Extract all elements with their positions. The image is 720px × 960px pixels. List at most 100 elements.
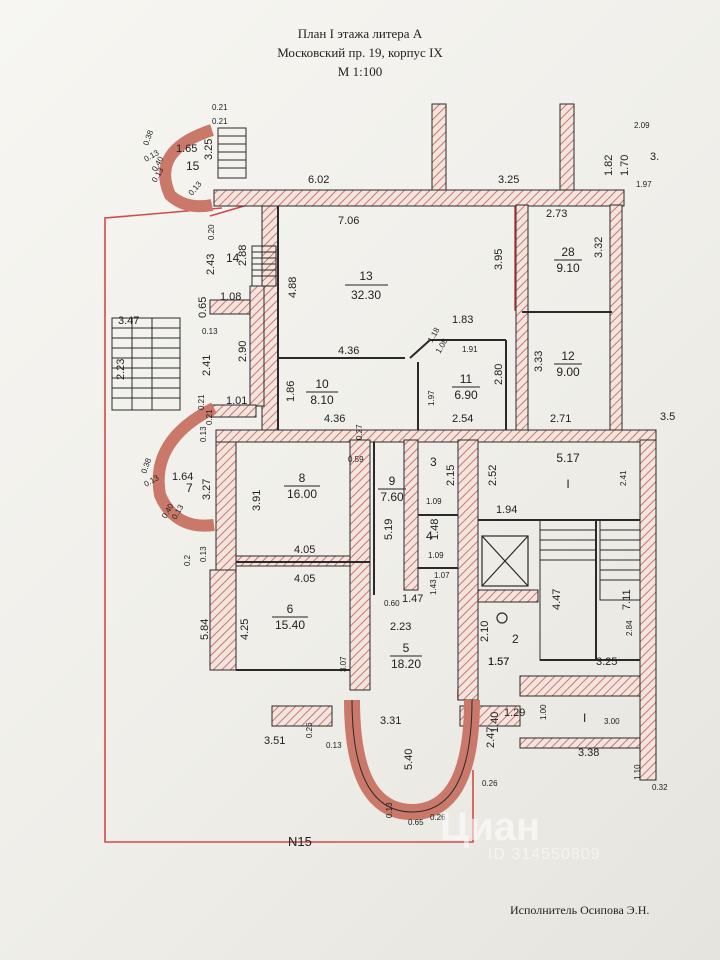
dimension-label: 1.83 [452, 314, 473, 326]
plan-title: План I этажа литера А [297, 26, 423, 41]
dimension-label: 2.10 [479, 621, 491, 642]
room-5-number: 5 [403, 641, 410, 655]
dimension-label: 2.84 [625, 620, 634, 636]
dimension-label: 1.29 [504, 707, 525, 719]
room-8-number: 8 [299, 471, 306, 485]
dimension-label: 1.47 [402, 593, 423, 605]
room-10-number: 10 [315, 377, 329, 391]
dimension-label: 0.21 [197, 394, 206, 410]
plan-scale: М 1:100 [337, 64, 383, 79]
room-3-number: 3 [430, 455, 437, 469]
dimension-label: 2.23 [390, 621, 411, 633]
dimension-label: 4.05 [294, 544, 315, 556]
room-2-area: 1.57 [488, 656, 509, 668]
dimension-label: 1.48 [429, 519, 441, 540]
dimension-label: 2.71 [550, 413, 571, 425]
dimension-label: 0.13 [199, 546, 208, 562]
dimension-label: 2.09 [634, 121, 650, 130]
dimension-label: 5.19 [383, 519, 395, 540]
room-8-area: 16.00 [287, 487, 317, 501]
dimension-label: 3. [650, 151, 659, 163]
dimension-label: 2.54 [452, 413, 473, 425]
dimension-label: 3.25 [596, 656, 617, 668]
dimension-label: 4.36 [338, 345, 359, 357]
dimension-label: 0.65 [408, 818, 424, 827]
room-12-number: 12 [561, 349, 575, 363]
dimension-label: 2.80 [493, 364, 505, 385]
room-6-area: 15.40 [275, 618, 305, 632]
dimension-label: 0.21 [212, 103, 228, 112]
dimension-label: 3.51 [264, 735, 285, 747]
dimension-label: 1.97 [427, 390, 436, 406]
dimension-label: 1.00 [539, 704, 548, 720]
room-10-area: 8.10 [310, 393, 334, 407]
room-11-area: 6.90 [454, 388, 478, 402]
dimension-label: 1.57 [488, 656, 509, 668]
room-6-number: 6 [287, 602, 294, 616]
room-12-area: 9.00 [556, 365, 580, 379]
room-15-number: 15 [186, 159, 200, 173]
dimension-label: 3.32 [593, 237, 605, 258]
dimension-label: 1.97 [636, 180, 652, 189]
dimension-label: 3.91 [251, 490, 263, 511]
watermark-id: ID 314550809 [488, 846, 601, 863]
room-1b-number: I [583, 711, 586, 725]
dimension-label: 0.27 [355, 424, 364, 440]
room-14-number: 14 [226, 251, 240, 265]
dimension-label: 0.26 [430, 813, 446, 822]
dimension-label: 0.65 [197, 297, 209, 318]
dimension-label: 1.09 [426, 497, 442, 506]
dimension-label: 3.07 [339, 656, 348, 672]
dimension-label: 3.47 [118, 315, 139, 327]
dimension-label: 4.05 [294, 573, 315, 585]
dimension-label: 7.06 [338, 215, 359, 227]
dimension-label: 0.32 [652, 783, 668, 792]
room-11-number: 11 [460, 372, 473, 386]
dimension-label: 0.59 [348, 455, 364, 464]
bay-room-7 [152, 402, 217, 532]
dimension-label: 5.40 [403, 749, 415, 770]
bay-room-15 [159, 124, 214, 213]
room-13-number: 13 [359, 269, 373, 283]
stair-left-flight [111, 317, 181, 411]
dimension-label: 1.43 [429, 579, 438, 595]
room-4-number: 4 [426, 529, 433, 543]
dimension-label: 0.13 [187, 179, 204, 197]
room-5-area: 18.20 [391, 657, 421, 671]
stair-right-flight [539, 519, 641, 661]
dimension-label: 1.09 [428, 551, 444, 560]
dimension-label: 5.84 [199, 619, 211, 640]
partitions [236, 206, 640, 671]
dimension-label: 1.82 [603, 155, 615, 176]
room-13-area: 32.30 [351, 288, 381, 302]
dimension-label: 1.64 [172, 471, 193, 483]
room-28-area: 9.10 [556, 261, 580, 275]
toilet-icon [496, 612, 508, 624]
dimension-label: 2.41 [619, 470, 628, 486]
dimension-label: 2.73 [546, 208, 567, 220]
dimension-label: 4.25 [239, 619, 251, 640]
dimension-label: 0.20 [207, 224, 216, 240]
plan-address: Московский пр. 19, корпус IX [277, 45, 443, 60]
dimension-label: 0.21 [205, 409, 214, 425]
dimension-label: 3.00 [604, 717, 620, 726]
stair-I-area: 5.17 [556, 451, 580, 465]
dimension-label: 1.01 [226, 395, 247, 407]
dimension-label: 1.86 [285, 381, 297, 402]
dimension-label: 0.26 [482, 779, 498, 788]
walls [209, 103, 657, 781]
elevator-shaft [481, 535, 529, 587]
dimension-label: 1.08 [220, 291, 241, 303]
room-9-number: 9 [389, 474, 396, 488]
dimension-label: 3.25 [203, 139, 215, 160]
dimension-label: 0.38 [141, 128, 155, 146]
dimension-label: 2.15 [445, 465, 457, 486]
room-labels: 13 32.30 10 8.10 11 6.90 12 9.00 28 9.10… [186, 159, 586, 733]
dimension-label: 1.91 [462, 345, 478, 354]
room-9-area: 7.60 [380, 490, 404, 504]
dimension-label: 4.36 [324, 413, 345, 425]
dimension-label: 2.41 [201, 355, 213, 376]
